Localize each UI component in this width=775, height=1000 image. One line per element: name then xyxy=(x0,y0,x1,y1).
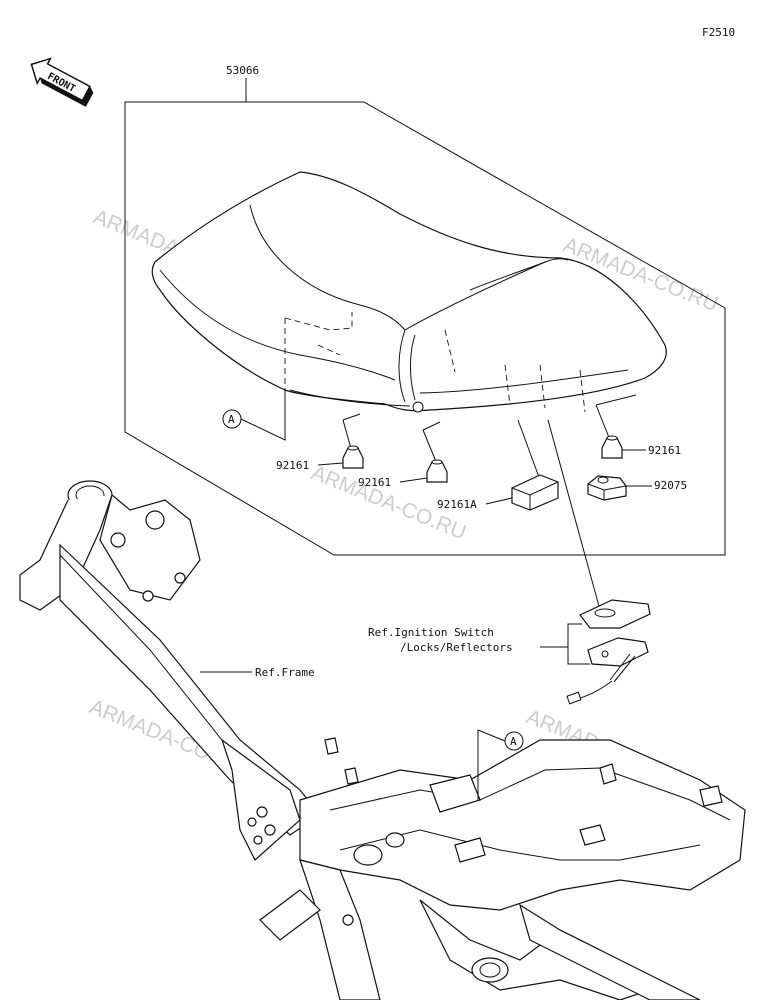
seat-lock-assembly xyxy=(566,599,651,705)
ref-ignition-line2: /Locks/Reflectors xyxy=(400,641,513,654)
reference-marker-a-top: A xyxy=(222,390,286,441)
seat xyxy=(151,171,667,413)
damper-92161-right xyxy=(601,435,623,459)
marker-a-bottom-label: A xyxy=(510,735,517,748)
damper-labels: 92161 92161 92161A 92161 92075 xyxy=(276,444,687,511)
ref-ignition-switch: Ref.Ignition Switch /Locks/Reflectors xyxy=(368,623,590,665)
callout-92161-left-a: 92161 xyxy=(276,459,309,472)
damper-92075-rear xyxy=(587,475,627,501)
reference-marker-a-bottom: A xyxy=(477,729,524,800)
damper-92161a-block xyxy=(511,474,559,511)
callout-92161-left-b: 92161 xyxy=(358,476,391,489)
frame xyxy=(19,480,746,1000)
ref-frame: Ref.Frame xyxy=(200,666,315,679)
callout-53066: 53066 xyxy=(226,64,259,77)
figure-code: F2510 xyxy=(702,26,735,39)
front-arrow-icon: FRONT xyxy=(30,57,94,107)
damper-92161-left-b xyxy=(426,459,448,483)
leader-lines xyxy=(342,394,637,611)
ref-frame-label: Ref.Frame xyxy=(255,666,315,679)
damper-92161-left-a xyxy=(342,445,364,469)
callout-92161-right: 92161 xyxy=(648,444,681,457)
callout-92161a: 92161A xyxy=(437,498,477,511)
callout-92075: 92075 xyxy=(654,479,687,492)
ref-ignition-line1: Ref.Ignition Switch xyxy=(368,626,494,639)
seat-assembly-outline: 53066 xyxy=(124,64,726,556)
marker-a-top-label: A xyxy=(228,413,235,426)
